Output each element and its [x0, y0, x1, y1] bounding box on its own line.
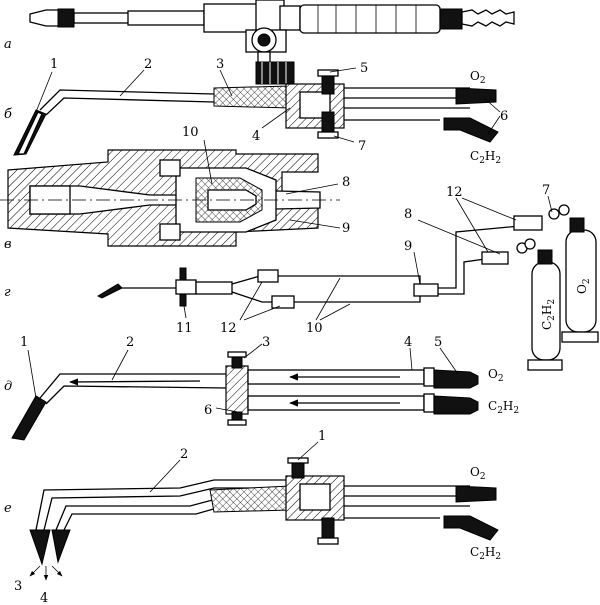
callout-b-2: 2 — [144, 57, 152, 72]
callout-e-4: 4 — [40, 591, 48, 605]
gas-c2h2-d: C2H2 — [488, 399, 519, 416]
row-label-g: г — [4, 285, 11, 300]
callout-b-7: 7 — [358, 139, 366, 154]
row-label-b: б — [4, 107, 12, 122]
callout-g-12a: 12 — [220, 321, 237, 336]
callout-v-8: 8 — [342, 175, 350, 190]
torch-section-b: б 1 2 — [4, 57, 508, 166]
callout-b-3: 3 — [216, 57, 224, 72]
gas-o2-b: O2 — [470, 69, 486, 86]
callout-b-4: 4 — [252, 129, 260, 144]
torch-flow-d: д 1 2 3 4 5 6 O2 C2H2 — [4, 335, 519, 441]
row-label-v: в — [4, 237, 12, 252]
callout-b-6: 6 — [500, 109, 508, 124]
callout-e-2: 2 — [180, 447, 188, 462]
callout-g-8: 8 — [404, 207, 412, 222]
callout-e-3: 3 — [14, 579, 22, 594]
row-label-a: а — [4, 37, 12, 52]
callout-g-10: 10 — [306, 321, 323, 336]
gas-o2-d: O2 — [488, 367, 504, 384]
callout-d-3: 3 — [262, 335, 270, 350]
callout-b-5: 5 — [360, 61, 368, 76]
cylinder-c2h2: C2H2 — [540, 299, 557, 330]
row-label-e: е — [4, 501, 12, 516]
gas-c2h2-e: C2H2 — [470, 545, 501, 562]
callout-g-9: 9 — [404, 239, 412, 254]
callout-e-1: 1 — [318, 429, 326, 444]
callout-g-12b: 12 — [446, 185, 463, 200]
callout-d-6: 6 — [204, 403, 212, 418]
row-label-d: д — [4, 379, 12, 394]
gas-o2-e: O2 — [470, 465, 486, 482]
torch-twin-e: е 1 2 3 4 O2 C2H2 — [4, 429, 501, 605]
callout-d-4: 4 — [404, 335, 412, 350]
cylinder-o2: O2 — [575, 278, 592, 294]
callout-g-7: 7 — [542, 183, 550, 198]
callout-d-5: 5 — [434, 335, 442, 350]
callout-d-1: 1 — [20, 335, 28, 350]
callout-b-1: 1 — [50, 57, 58, 72]
gas-c2h2-b: C2H2 — [470, 149, 501, 166]
callout-v-9: 9 — [342, 221, 350, 236]
callout-g-11: 11 — [176, 321, 193, 336]
callout-d-2: 2 — [126, 335, 134, 350]
installation-scheme-g: г C2H2 O2 — [4, 183, 599, 371]
callout-v-10: 10 — [182, 125, 199, 140]
torch-external-view: а — [4, 0, 515, 85]
injector-section-v: в 10 8 9 — [0, 125, 350, 252]
